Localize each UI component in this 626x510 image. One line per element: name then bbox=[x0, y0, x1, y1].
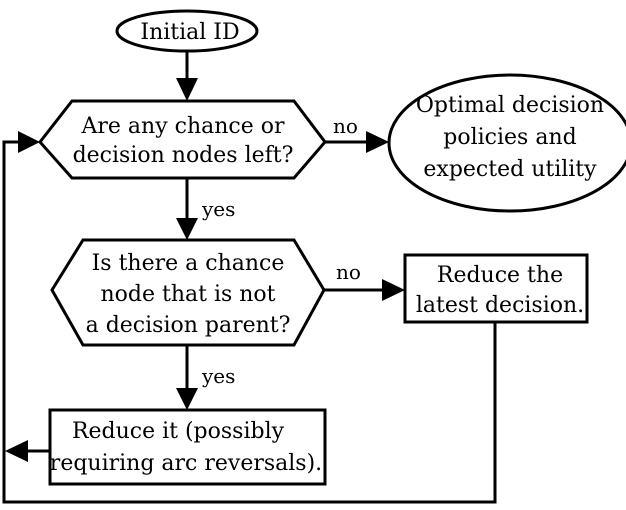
decision-q2-label-line-2: node that is not bbox=[100, 282, 275, 307]
end-node-label-line-1: Optimal decision bbox=[416, 93, 604, 118]
edge-label-q2-no: no bbox=[336, 260, 361, 284]
decision-q1-label-line-2: decision nodes left? bbox=[73, 143, 294, 168]
start-node-label: Initial ID bbox=[140, 20, 239, 45]
decision-q1-label-line-1: Are any chance or bbox=[81, 114, 285, 139]
arrowhead-into-q1-top bbox=[176, 78, 198, 101]
reduce-it-box bbox=[48, 408, 327, 486]
arrowhead-into-end bbox=[366, 131, 389, 153]
end-node-shape bbox=[387, 73, 626, 213]
arrowhead-into-q2-top bbox=[176, 218, 198, 240]
reduce-it-label-line-1: Reduce it (possibly bbox=[72, 419, 285, 444]
reduce-it-label-line-2: requiring arc reversals). bbox=[50, 451, 322, 476]
end-node-label-line-2: policies and bbox=[443, 125, 576, 150]
arrowhead-into-reduce-it bbox=[176, 388, 198, 410]
decision-q2-label-line-3: a decision parent? bbox=[86, 313, 291, 338]
edge-label-q1-no: no bbox=[333, 114, 358, 138]
reduce-latest-decision-label-line-2: latest decision. bbox=[416, 293, 584, 318]
edge-label-q1-yes: yes bbox=[201, 197, 235, 221]
arrowhead-into-reduce-latest bbox=[382, 279, 405, 301]
end-node-label-line-3: expected utility bbox=[423, 157, 597, 182]
arrowhead-into-loop-line bbox=[5, 440, 28, 462]
arrowhead-into-q1-left bbox=[18, 131, 40, 153]
edge-label-q2-yes: yes bbox=[201, 364, 235, 388]
connector-reduce-latest-loop-back bbox=[2, 140, 497, 504]
decision-q2-label-line-1: Is there a chance bbox=[92, 251, 285, 276]
reduce-latest-decision-label-line-1: Reduce the bbox=[437, 263, 563, 288]
reduce-latest-decision-box bbox=[403, 253, 589, 324]
